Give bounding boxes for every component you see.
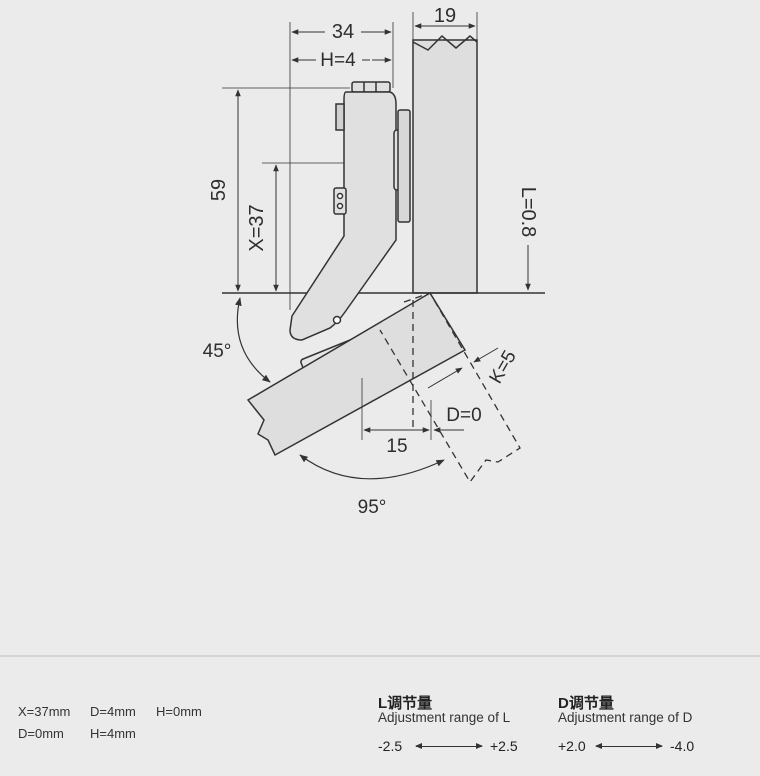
adjust-l-max: +2.5	[490, 738, 518, 754]
spec-d: D=4mm	[90, 704, 136, 719]
adjust-l-title: L调节量	[378, 695, 433, 712]
footer-divider	[0, 655, 760, 657]
hinge-arm	[289, 81, 411, 341]
angle-45: 45°	[203, 297, 271, 383]
adjust-d-min: +2.0	[558, 738, 586, 754]
adjust-l-min: -2.5	[378, 738, 403, 754]
angle-95-label: 95°	[358, 497, 387, 518]
door-open-outline	[379, 292, 521, 484]
angle-95: 95°	[299, 454, 445, 518]
dim-x-label: X=37	[246, 204, 268, 251]
spec-h2: H=4mm	[90, 726, 136, 741]
dim-34-label: 34	[332, 21, 354, 43]
side-panel-angled	[246, 291, 467, 457]
dim-h-label: H=4	[320, 50, 356, 71]
adjust-l-subtitle: Adjustment range of L	[378, 710, 511, 725]
spec-footer: X=37mm D=4mm H=0mm D=0mm H=4mm L调节量 Adju…	[0, 657, 760, 776]
dim-l-label: L=0.8	[517, 187, 539, 238]
dimension-34: 34	[289, 20, 394, 310]
adjust-d-subtitle: Adjustment range of D	[558, 710, 693, 725]
spec-d2: D=0mm	[18, 726, 64, 741]
spec-h: H=0mm	[156, 704, 202, 719]
adjust-d-title: D调节量	[558, 695, 614, 712]
dim-15-label: 15	[386, 436, 407, 457]
spec-x: X=37mm	[18, 704, 71, 719]
door-panel	[412, 34, 478, 294]
adjust-d-arrow	[595, 743, 663, 749]
hinge-technical-drawing: 34 19 H=4 59 X=37 L=0.8	[203, 5, 545, 518]
dim-d-label: D=0	[446, 405, 481, 426]
dimension-l: L=0.8	[517, 187, 539, 291]
dimension-h: H=4	[291, 48, 392, 71]
dimension-59: 59	[208, 87, 350, 292]
dimension-d-15: D=0 15	[361, 378, 482, 457]
adjust-l-arrow	[415, 743, 483, 749]
adjust-d-max: -4.0	[670, 738, 695, 754]
dim-19-label: 19	[434, 5, 456, 27]
dimension-19: 19	[412, 5, 478, 40]
dim-k-label: K=5	[486, 347, 521, 387]
dim-59-label: 59	[208, 179, 230, 201]
angle-45-label: 45°	[203, 341, 232, 362]
dimension-x: X=37	[246, 162, 388, 292]
